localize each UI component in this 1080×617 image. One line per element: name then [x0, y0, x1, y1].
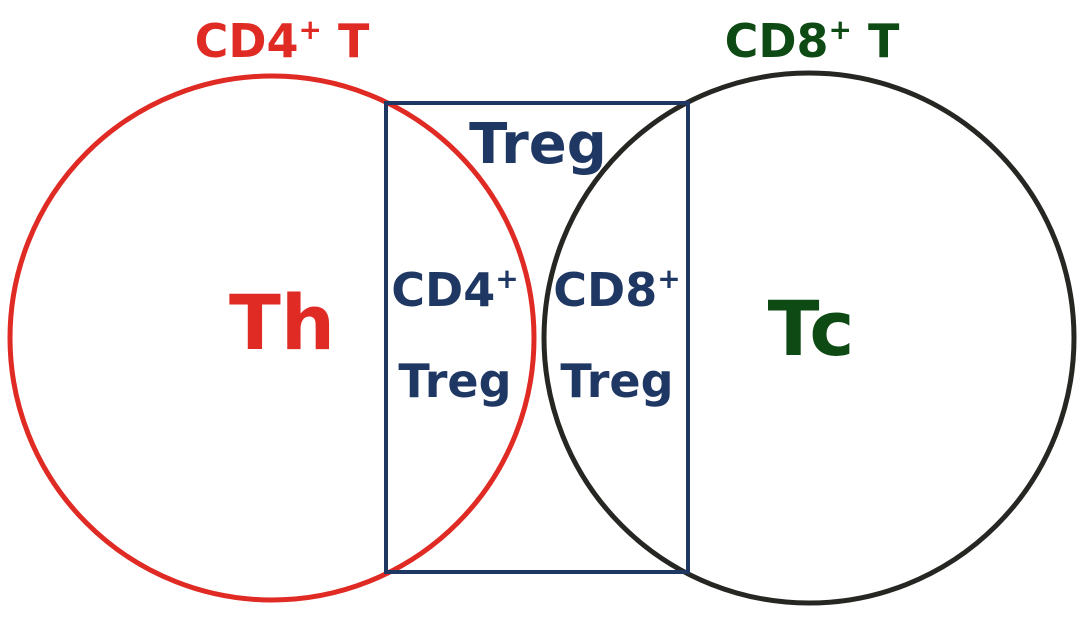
cd8-treg-line1: CD8+	[553, 262, 680, 317]
cd4-treg-line2: Treg	[398, 354, 511, 408]
tc-label: Tc	[768, 284, 855, 373]
th-label: Th	[229, 278, 335, 367]
cd8-treg-line2: Treg	[560, 354, 673, 408]
cd4-t-title: CD4+ T	[195, 13, 370, 68]
treg-box	[384, 101, 690, 574]
cd8-t-circle	[541, 70, 1077, 606]
treg-title: Treg	[469, 112, 607, 177]
cd4-t-circle	[7, 73, 537, 603]
cd4-treg-line1: CD4+	[391, 262, 518, 317]
cd8-t-title: CD8+ T	[725, 13, 900, 68]
